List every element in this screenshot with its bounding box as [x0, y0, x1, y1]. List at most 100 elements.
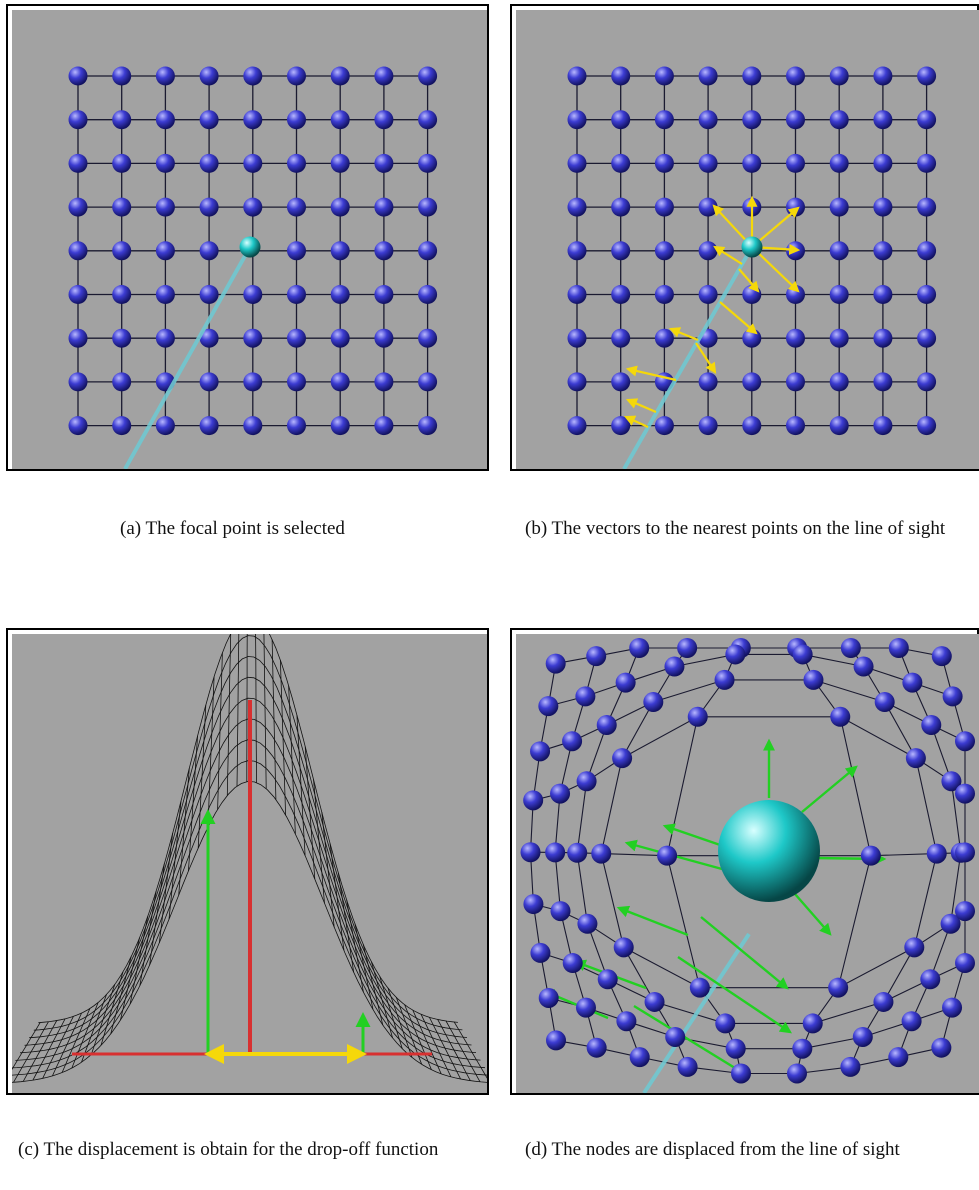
grid-node	[792, 1038, 813, 1059]
grid-node	[545, 653, 566, 674]
grid-node	[689, 977, 710, 998]
grid-node	[530, 942, 551, 963]
grid-node	[199, 416, 219, 436]
grid-node	[567, 372, 587, 392]
figure-a-caption: (a) The focal point is selected	[120, 518, 345, 539]
vector-arrow	[713, 245, 743, 265]
grid-node	[523, 894, 544, 915]
grid-node	[68, 197, 88, 217]
grid-node	[287, 197, 306, 217]
grid-node	[677, 638, 698, 658]
grid-node	[68, 416, 88, 436]
grid-node	[917, 328, 937, 348]
figure-d-image	[516, 634, 979, 1093]
displacement-arrow	[633, 1004, 751, 1078]
grid-node	[677, 1056, 698, 1077]
grid-node	[873, 372, 893, 392]
mesh-line	[12, 1022, 41, 1071]
vector-arrow	[751, 246, 800, 293]
grid-node	[873, 328, 893, 348]
grid-node	[874, 692, 895, 713]
grid-node	[901, 1011, 922, 1032]
grid-node	[955, 953, 975, 974]
grid-node	[567, 66, 587, 86]
grid-node	[155, 110, 175, 130]
grid-node	[287, 372, 306, 392]
grid-node	[550, 783, 571, 804]
grid-node	[155, 416, 175, 436]
mesh-line	[371, 961, 393, 1039]
focal-node	[741, 236, 763, 258]
grid-node	[418, 372, 438, 392]
grid-node	[940, 913, 961, 934]
grid-node	[611, 241, 631, 261]
grid-node	[374, 197, 394, 217]
grid-node	[112, 110, 132, 130]
grid-node	[243, 197, 263, 217]
grid-node	[829, 285, 849, 304]
grid-node	[955, 731, 975, 752]
grid-node	[611, 416, 631, 436]
grid-node	[562, 953, 583, 974]
grid-node	[577, 913, 598, 934]
grid-node	[597, 969, 618, 990]
mesh-line	[129, 915, 149, 1005]
grid-node	[112, 241, 132, 261]
grid-node	[917, 285, 937, 304]
grid-node	[921, 714, 942, 735]
grid-node	[155, 197, 175, 217]
grid-node	[112, 66, 132, 86]
grid-node	[596, 714, 617, 735]
vector-arrow	[719, 301, 758, 335]
grid-node	[418, 241, 438, 261]
grid-node	[698, 153, 718, 173]
grid-node	[523, 790, 544, 811]
figure-b-caption: (b) The vectors to the nearest points on…	[525, 518, 946, 539]
figure-d-panel	[510, 628, 979, 1095]
grid-node	[873, 66, 893, 86]
grid-node	[330, 66, 350, 86]
mesh-line	[255, 634, 257, 783]
grid-node	[538, 696, 559, 717]
grid-node	[615, 672, 636, 693]
grid-node	[330, 416, 350, 436]
figure-a-image	[12, 10, 487, 469]
grid-node	[611, 328, 631, 348]
grid-node	[955, 901, 975, 922]
mesh-line	[404, 1004, 432, 1070]
grid-node	[287, 110, 306, 130]
grid-node	[829, 241, 849, 261]
grid-node	[612, 748, 633, 769]
figure-c-caption: (c) The displacement is obtain for the d…	[18, 1139, 439, 1160]
mesh-line	[38, 634, 458, 1024]
grid-node	[698, 372, 718, 392]
grid-node	[611, 197, 631, 217]
mesh-line	[321, 811, 335, 928]
mesh-line	[304, 746, 316, 880]
grid-node	[613, 937, 634, 958]
grid-node	[860, 845, 881, 866]
mesh-line	[346, 899, 364, 993]
grid-node	[112, 416, 132, 436]
grid-node	[68, 328, 88, 348]
grid-node	[905, 748, 926, 769]
grid-node	[199, 66, 219, 86]
figure-c-panel	[6, 628, 489, 1095]
mesh-line	[296, 714, 306, 856]
grid-node	[829, 416, 849, 436]
grid-node	[155, 241, 175, 261]
grid-node	[917, 197, 937, 217]
grid-node	[742, 110, 762, 130]
grid-node	[611, 110, 631, 130]
grid-node	[942, 686, 963, 707]
grid-node	[374, 416, 394, 436]
grid-node	[374, 372, 394, 392]
grid-node	[112, 153, 132, 173]
grid-node	[786, 110, 805, 130]
vector-arrow	[668, 327, 699, 342]
grid-node	[955, 783, 975, 804]
mesh-line	[149, 863, 165, 966]
grid-node	[530, 741, 551, 762]
grid-node	[418, 153, 438, 173]
grid-node	[287, 66, 306, 86]
